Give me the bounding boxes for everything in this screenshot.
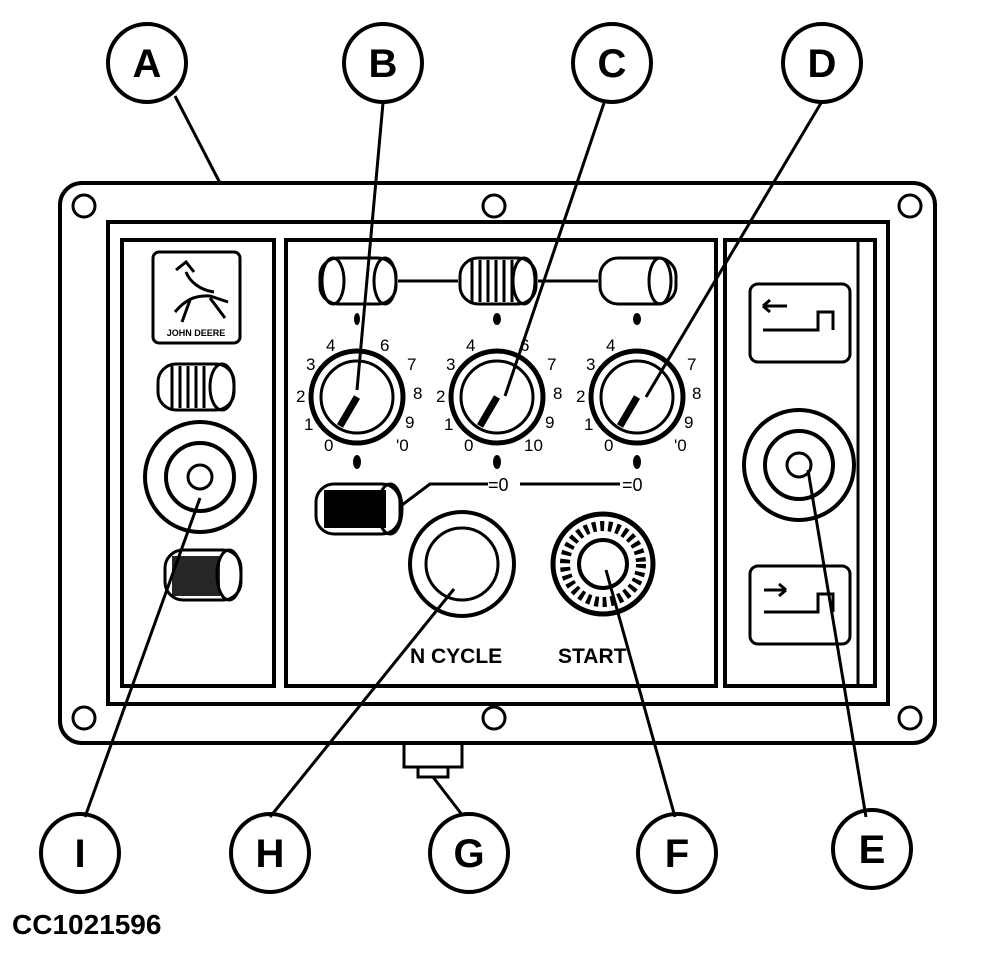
callout-b: B: [369, 42, 398, 86]
dial-right-num-8: 8: [692, 384, 701, 403]
cycle-button[interactable]: [408, 510, 516, 618]
dial-right-num-4: 4: [606, 336, 615, 355]
dial-right-num-0: 0: [604, 436, 613, 455]
dial-left-num-3: 3: [306, 355, 315, 374]
callout-e: E: [859, 828, 886, 872]
dial-index-marks: [353, 313, 641, 469]
zero-mark-middle: =0: [488, 475, 509, 495]
dial-knob-right[interactable]: [588, 348, 686, 446]
right-control-knob[interactable]: [742, 408, 856, 522]
cycle-label: ­N CYCLE: [410, 645, 502, 668]
dial-right-num-2: 2: [576, 387, 585, 406]
callout-f: F: [665, 832, 689, 876]
dial-middle-num-3: 3: [446, 355, 455, 374]
left-subpanel: [120, 238, 276, 688]
callout-h: H: [256, 832, 285, 876]
dial-middle-num-4: 4: [466, 336, 475, 355]
dial-left-num-4: 4: [326, 336, 335, 355]
right-subpanel: [723, 238, 877, 688]
dial-left-num-8: 8: [413, 384, 422, 403]
callout-leaders: [83, 95, 868, 818]
roller-icon-upper-left: [156, 362, 236, 412]
dial-knob-left[interactable]: [308, 348, 406, 446]
dial-left-num-6: 6: [380, 336, 389, 355]
dial-right-num-7: 7: [687, 355, 696, 374]
callout-c: C: [598, 42, 627, 86]
roller-icon-lower-left: [163, 548, 243, 602]
header-lower-switch[interactable]: [748, 564, 852, 646]
dial-middle-num-8: 8: [553, 384, 562, 403]
dial-left-num-10: '0: [396, 436, 409, 455]
dial-left-num-0: 0: [324, 436, 333, 455]
callout-d: D: [808, 42, 837, 86]
roller-top-row: [318, 256, 678, 306]
panel-inner-frame: [106, 220, 890, 706]
roller-icon-mid-left: [314, 482, 620, 536]
left-control-knob[interactable]: [143, 420, 257, 534]
dial-left-num-7: 7: [407, 355, 416, 374]
dial-middle-num-10: 10: [524, 436, 543, 455]
john-deere-logo-text: JOHN DEERE: [167, 328, 226, 338]
middle-subpanel: [284, 238, 718, 688]
dial-left-num-1: 1: [304, 415, 313, 434]
dial-middle-num-0: 0: [464, 436, 473, 455]
dial-middle-num-9: 9: [545, 413, 554, 432]
callout-circles: [39, 22, 913, 894]
dial-middle-num-6: 6: [520, 336, 529, 355]
connector-fitting: [402, 741, 465, 817]
dial-right-num-3: 3: [586, 355, 595, 374]
callout-i: I: [74, 832, 85, 876]
john-deere-logo-icon: [151, 250, 242, 345]
callout-g: G: [453, 832, 484, 876]
start-button[interactable]: [550, 511, 656, 617]
dial-middle-num-7: 7: [547, 355, 556, 374]
dial-right-num-1: 1: [584, 415, 593, 434]
start-label: START: [558, 645, 627, 668]
figure-id: CC1021596: [12, 909, 161, 940]
dial-left-num-9: 9: [405, 413, 414, 432]
dial-right-num-10: '0: [674, 436, 687, 455]
mounting-holes: [71, 193, 923, 731]
header-raise-switch[interactable]: [748, 282, 852, 364]
dial-right-num-9: 9: [684, 413, 693, 432]
dial-middle-num-1: 1: [444, 415, 453, 434]
dial-middle-num-2: 2: [436, 387, 445, 406]
callout-a: A: [133, 42, 162, 86]
dial-knob-middle[interactable]: [448, 348, 546, 446]
dial-left-num-2: 2: [296, 387, 305, 406]
zero-mark-right: =0: [622, 475, 643, 495]
panel-housing: [58, 181, 937, 745]
